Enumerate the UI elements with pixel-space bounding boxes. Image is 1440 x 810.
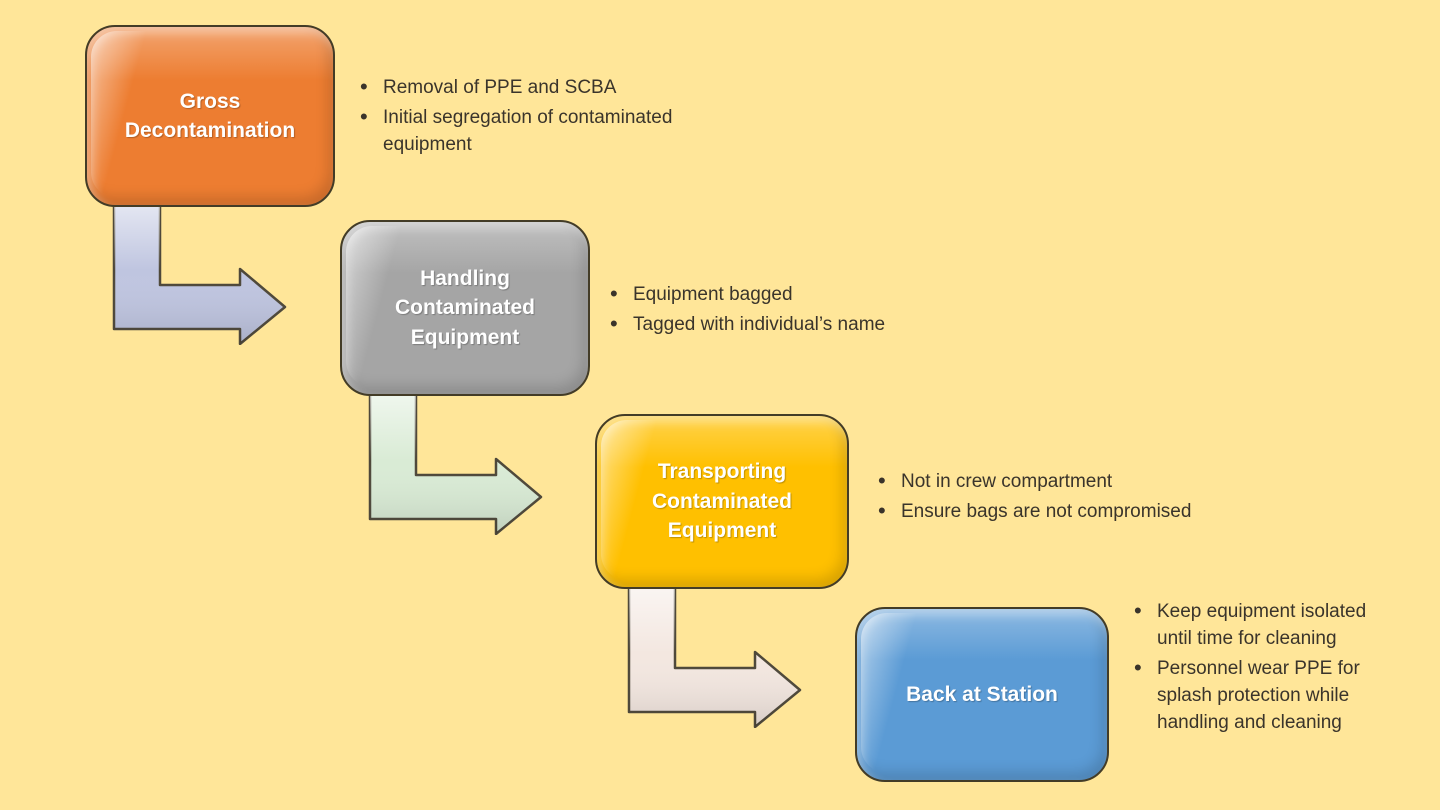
bullet-list-handling-contaminated-equipment: Equipment bagged Tagged with individual’… [608, 280, 1008, 341]
bullet-item: Ensure bags are not compromised [876, 497, 1296, 525]
step-title-handling-contaminated-equipment: Handling Contaminated Equipment [394, 266, 535, 349]
bullet-item: Personnel wear PPE for splash protection… [1132, 654, 1368, 736]
step-title-back-at-station: Back at Station [906, 682, 1058, 706]
step-box-transporting-contaminated-equipment: Transporting Contaminated Equipment [595, 414, 849, 589]
bullet-item: Initial segregation of contaminated equi… [358, 103, 710, 158]
step-box-gross-decontamination: Gross Decontamination [85, 25, 335, 207]
step-box-handling-contaminated-equipment: Handling Contaminated Equipment [340, 220, 590, 396]
bullet-item: Removal of PPE and SCBA [358, 73, 710, 101]
elbow-arrow-icon [368, 387, 544, 535]
elbow-arrow-icon [627, 580, 803, 728]
bullet-item: Keep equipment isolated until time for c… [1132, 597, 1368, 652]
elbow-arrow-icon [112, 197, 288, 345]
bullet-list-back-at-station: Keep equipment isolated until time for c… [1132, 597, 1368, 739]
step-title-transporting-contaminated-equipment: Transporting Contaminated Equipment [651, 460, 792, 543]
bullet-item: Tagged with individual’s name [608, 310, 1008, 338]
bullet-list-gross-decontamination: Removal of PPE and SCBA Initial segregat… [358, 73, 710, 161]
bullet-list-transporting-contaminated-equipment: Not in crew compartment Ensure bags are … [876, 467, 1296, 528]
step-title-gross-decontamination: Gross Decontamination [124, 89, 296, 142]
bullet-item: Equipment bagged [608, 280, 1008, 308]
step-box-back-at-station: Back at Station [855, 607, 1109, 782]
bullet-item: Not in crew compartment [876, 467, 1296, 495]
